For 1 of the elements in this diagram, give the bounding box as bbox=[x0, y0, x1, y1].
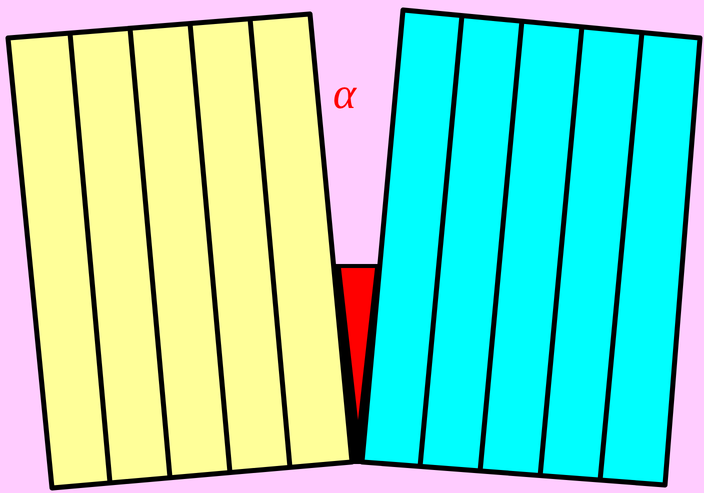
angle-label: α bbox=[333, 72, 356, 116]
